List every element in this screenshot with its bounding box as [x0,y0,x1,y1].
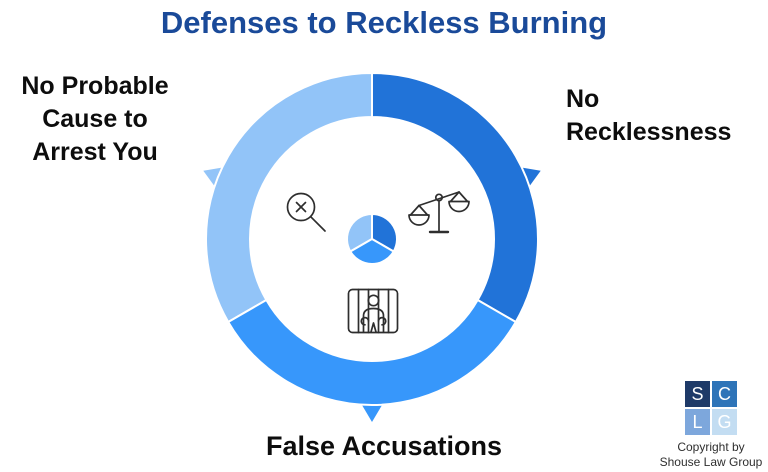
label-false-accusations: False Accusations [265,431,503,461]
copyright-text: Copyright by Shouse Law Group [654,440,768,470]
page-title: Defenses to Reckless Burning [160,5,608,40]
sclg-logo: S C L G Copyright by Shouse Law Group [654,381,768,470]
donut-segment-no-probable-cause [205,71,373,324]
label-line: Arrest You [32,138,158,166]
label-line: Recklessness [566,118,732,146]
center-pie [346,213,398,265]
donut-segment-no-recklessness [371,71,539,324]
label-no-probable-cause: No Probable Cause to Arrest You [0,70,190,169]
logo-square-s: S [685,381,710,407]
logo-grid: S C L G [654,381,768,435]
label-line: Cause to [42,105,148,133]
logo-square-c: C [712,381,737,407]
copyright-line: Shouse Law Group [659,455,763,469]
copyright-line: Copyright by [677,440,745,454]
logo-square-l: L [685,409,710,435]
center-pie-wedge-medium [349,238,395,265]
logo-square-g: G [712,409,737,435]
scales-of-justice-icon [408,191,470,234]
jail-person-icon [347,288,399,334]
label-line: No Probable [21,72,169,100]
magnifier-x-icon [286,192,326,232]
cycle-diagram [203,71,541,422]
donut-segment-false-accusations [226,298,518,406]
label-line: No [566,85,600,113]
label-no-recklessness: No Recklessness [566,83,731,149]
